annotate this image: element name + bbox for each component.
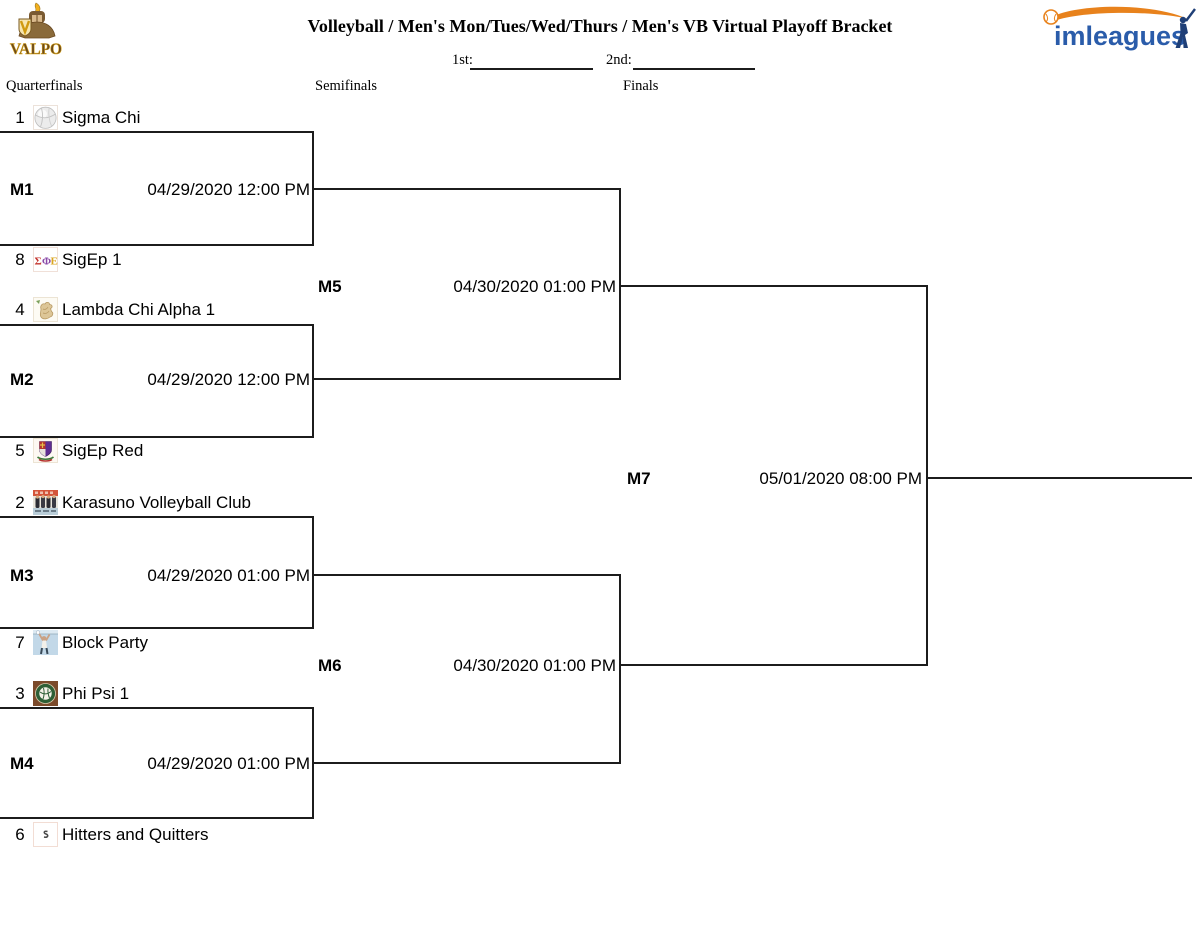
champion-line <box>927 477 1192 479</box>
team-seed: 2 <box>15 493 25 512</box>
bracket-line <box>312 707 314 819</box>
match-datetime: 04/29/2020 12:00 PM <box>147 370 310 389</box>
team-name[interactable]: Sigma Chi <box>62 108 141 127</box>
bracket-line <box>0 627 314 629</box>
bracket-line <box>314 378 621 380</box>
imleagues-logo[interactable]: imleagues <box>1038 4 1196 52</box>
bracket-line <box>0 436 314 438</box>
bracket-line <box>0 707 314 709</box>
valpo-crusader-icon: VALPO <box>10 2 62 58</box>
bracket-line <box>314 762 621 764</box>
team-name[interactable]: SigEp 1 <box>62 250 122 269</box>
match-datetime: 05/01/2020 08:00 PM <box>759 469 922 488</box>
team-seed: 8 <box>15 250 25 269</box>
match-row-m1: M1 04/29/2020 12:00 PM <box>0 177 320 202</box>
valpo-logo-text: VALPO <box>10 41 62 58</box>
team-seed: 5 <box>15 441 25 460</box>
bracket-line <box>0 324 314 326</box>
team-seed: 1 <box>15 108 25 127</box>
bracket-line <box>619 574 621 764</box>
team-name[interactable]: Block Party <box>62 633 148 652</box>
bracket-line <box>0 131 314 133</box>
match-row-m4: M4 04/29/2020 01:00 PM <box>0 751 320 776</box>
svg-text:Ε: Ε <box>51 256 58 268</box>
team-seed: 4 <box>15 300 25 319</box>
volleyball-block-photo-icon <box>33 630 58 655</box>
match-row-m2: M2 04/29/2020 12:00 PM <box>0 367 320 392</box>
match-id: M4 <box>10 754 34 773</box>
match-row-m6: M6 04/30/2020 01:00 PM <box>0 653 620 678</box>
match-id: M6 <box>318 656 342 675</box>
team-name[interactable]: SigEp Red <box>62 441 144 460</box>
karasuno-team-photo-icon <box>33 490 58 515</box>
page-title: Volleyball / Men's Mon/Tues/Wed/Thurs / … <box>307 16 893 36</box>
column-header-finals: Finals <box>623 78 659 94</box>
team-name[interactable]: Karasuno Volleyball Club <box>62 493 252 512</box>
match-datetime: 04/30/2020 01:00 PM <box>453 656 616 675</box>
match-datetime: 04/30/2020 01:00 PM <box>453 277 616 296</box>
bracket-line <box>620 285 928 287</box>
match-row-m3: M3 04/29/2020 01:00 PM <box>0 563 320 588</box>
column-header-semifinals: Semifinals <box>315 78 378 94</box>
bracket-line <box>314 574 621 576</box>
first-place-label: 1st: <box>452 52 473 68</box>
gray-volleyball-icon <box>33 105 58 130</box>
tiny-squiggle-icon <box>33 822 58 847</box>
bracket-line <box>312 131 314 246</box>
bracket-line <box>0 817 314 819</box>
match-id: M7 <box>627 469 651 488</box>
match-row-m7: M7 05/01/2020 08:00 PM <box>0 466 930 491</box>
match-datetime: 04/29/2020 01:00 PM <box>147 566 310 585</box>
sigep-crest-icon <box>33 438 58 463</box>
second-place-blank-line <box>633 68 755 70</box>
team-name[interactable]: Lambda Chi Alpha 1 <box>62 300 216 319</box>
match-datetime: 04/29/2020 01:00 PM <box>147 754 310 773</box>
match-id: M3 <box>10 566 34 585</box>
bracket-line <box>926 285 928 666</box>
first-place-blank-line <box>470 68 593 70</box>
green-volleyball-badge-icon <box>33 681 58 706</box>
lion-crest-icon <box>33 297 58 322</box>
match-datetime: 04/29/2020 12:00 PM <box>147 180 310 199</box>
second-place-label: 2nd: <box>606 52 632 68</box>
imleagues-logo-im: im <box>1054 21 1086 51</box>
team-seed: 7 <box>15 633 25 652</box>
bracket-line <box>312 324 314 438</box>
match-row-m5: M5 04/30/2020 01:00 PM <box>0 274 620 299</box>
svg-text:Φ: Φ <box>42 256 51 268</box>
bracket-line <box>314 188 621 190</box>
bracket-line <box>620 664 928 666</box>
batter-silhouette-icon <box>1175 8 1196 48</box>
imleagues-logo-leagues: leagues <box>1086 21 1187 51</box>
match-id: M5 <box>318 277 342 296</box>
match-id: M1 <box>10 180 34 199</box>
match-id: M2 <box>10 370 34 389</box>
imleagues-swoosh-icon: imleagues <box>1043 6 1196 51</box>
valpo-logo[interactable]: VALPO <box>5 2 65 60</box>
bracket-line <box>619 188 621 380</box>
team-seed: 3 <box>15 684 25 703</box>
bracket-line <box>312 516 314 629</box>
svg-text:imleagues: imleagues <box>1054 21 1186 51</box>
team-name[interactable]: Hitters and Quitters <box>62 825 209 844</box>
team-seed: 6 <box>15 825 25 844</box>
svg-text:Σ: Σ <box>35 256 42 268</box>
bracket-line <box>0 244 314 246</box>
column-header-quarterfinals: Quarterfinals <box>6 78 83 94</box>
team-name[interactable]: Phi Psi 1 <box>62 684 130 703</box>
bracket-line <box>0 516 314 518</box>
